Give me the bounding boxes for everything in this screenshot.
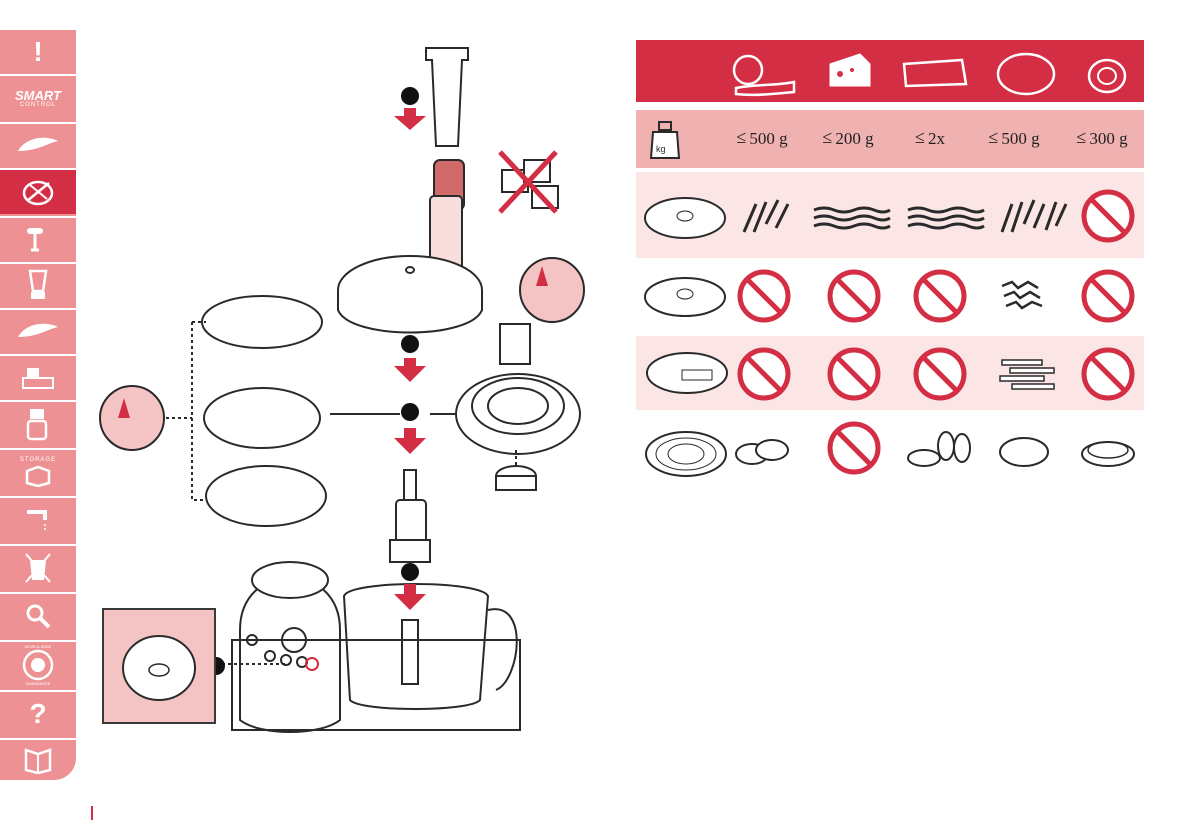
cucumber-icon <box>902 58 968 88</box>
leaf-icon <box>18 323 58 337</box>
storage-box-icon <box>25 465 51 487</box>
result-grated-icon <box>1001 280 1043 310</box>
not-allowed-icon <box>913 269 967 323</box>
sidebar-tab-warnings[interactable]: ! <box>0 32 76 72</box>
slicing-disc <box>645 431 727 477</box>
grating-disc-fine <box>644 197 726 239</box>
sidebar-tab-mincer[interactable] <box>0 402 76 446</box>
cheese-icon <box>829 53 871 87</box>
quantity-cell: ≤500 g <box>988 127 1040 148</box>
result-sticks-icon <box>999 359 1055 390</box>
french-fries-disc <box>646 352 728 394</box>
sidebar-tab-blender[interactable] <box>0 264 76 306</box>
blender-icon <box>28 269 48 299</box>
grating-disc-coarse <box>644 277 726 317</box>
recycle-bin-icon <box>25 553 51 583</box>
apple-carrot-icon <box>732 54 796 97</box>
sidebar-tab-environment[interactable] <box>0 546 76 590</box>
whisk-icon <box>27 228 43 252</box>
search-icon <box>26 604 51 629</box>
sidebar-tab-guarantee[interactable]: WORLD-WIDE GUARANTEE <box>0 642 76 688</box>
result-slices-icon <box>999 437 1049 467</box>
table-row-fine-grating <box>636 172 1144 258</box>
sidebar-tab-troubleshooting[interactable] <box>0 594 76 638</box>
kg-weight-icon <box>649 121 681 159</box>
sidebar-tab-discs[interactable] <box>0 170 76 214</box>
result-grated-icon <box>1000 199 1068 233</box>
tap-icon <box>27 510 47 532</box>
guarantee-label-top: WORLD-WIDE <box>24 644 52 649</box>
not-allowed-icon <box>913 347 967 401</box>
book-icon <box>24 748 52 774</box>
result-grated-icon <box>742 199 790 233</box>
slicing-disc-icon <box>22 180 54 206</box>
mincer-icon <box>26 409 48 441</box>
not-allowed-icon <box>827 347 881 401</box>
onion-icon <box>1087 58 1127 94</box>
result-grated-icon <box>813 206 891 230</box>
result-slices-icon <box>735 439 789 465</box>
sidebar-tab-kneading[interactable] <box>0 124 76 166</box>
sidebar: ! SMART CONTROL STO <box>0 30 76 780</box>
result-slices-icon <box>1081 441 1135 467</box>
disc-speed-icon <box>122 635 196 701</box>
sidebar-tab-smart-control[interactable]: SMART CONTROL <box>0 76 76 120</box>
sidebar-tab-storage[interactable]: STORAGE <box>0 450 76 494</box>
cabbage-icon <box>996 52 1056 96</box>
not-allowed-icon <box>1081 269 1135 323</box>
page-marker <box>91 806 93 820</box>
kg-label: kg <box>656 144 666 154</box>
not-allowed-icon <box>1081 347 1135 401</box>
food-header-row <box>636 40 1144 102</box>
smart-control-logo: SMART <box>15 87 61 103</box>
table-row-coarse-grating <box>636 262 1144 328</box>
worldwide-guarantee-icon <box>22 649 54 681</box>
not-allowed-icon <box>737 347 791 401</box>
leaf-icon <box>18 137 58 151</box>
result-grated-icon <box>907 206 985 230</box>
assembly-illustration <box>99 47 585 733</box>
table-row-french-fries <box>636 336 1144 410</box>
storage-label: STORAGE <box>19 457 57 463</box>
not-allowed-icon <box>1081 189 1135 243</box>
not-allowed-icon <box>827 421 881 475</box>
quantity-cell: ≤500 g <box>736 127 788 148</box>
sidebar-tab-whisk[interactable] <box>0 218 76 260</box>
quantity-cell: ≤300 g <box>1076 127 1128 148</box>
question-icon: ? <box>29 698 47 729</box>
guarantee-label-bottom: GUARANTEE <box>25 681 51 686</box>
quantity-cell: ≤200 g <box>822 127 874 148</box>
table-row-slicing <box>636 414 1144 488</box>
result-slices-icon <box>907 431 971 467</box>
citrus-press-icon <box>22 368 54 389</box>
not-allowed-icon <box>827 269 881 323</box>
sidebar-tab-cleaning[interactable] <box>0 498 76 542</box>
quantity-row: kg ≤500 g ≤200 g ≤2x ≤500 g ≤300 g <box>636 110 1144 168</box>
sidebar-tab-recipes[interactable] <box>0 740 76 780</box>
sidebar-tab-help[interactable]: ? <box>0 692 76 736</box>
exclamation-icon: ! <box>33 36 43 67</box>
sidebar-tab-chopping[interactable] <box>0 310 76 352</box>
smart-control-label: CONTROL <box>19 101 57 108</box>
quantity-cell: ≤2x <box>915 127 945 148</box>
control-detail-inset <box>102 608 216 724</box>
sidebar-tab-citrus-press[interactable] <box>0 356 76 398</box>
not-allowed-icon <box>737 269 791 323</box>
